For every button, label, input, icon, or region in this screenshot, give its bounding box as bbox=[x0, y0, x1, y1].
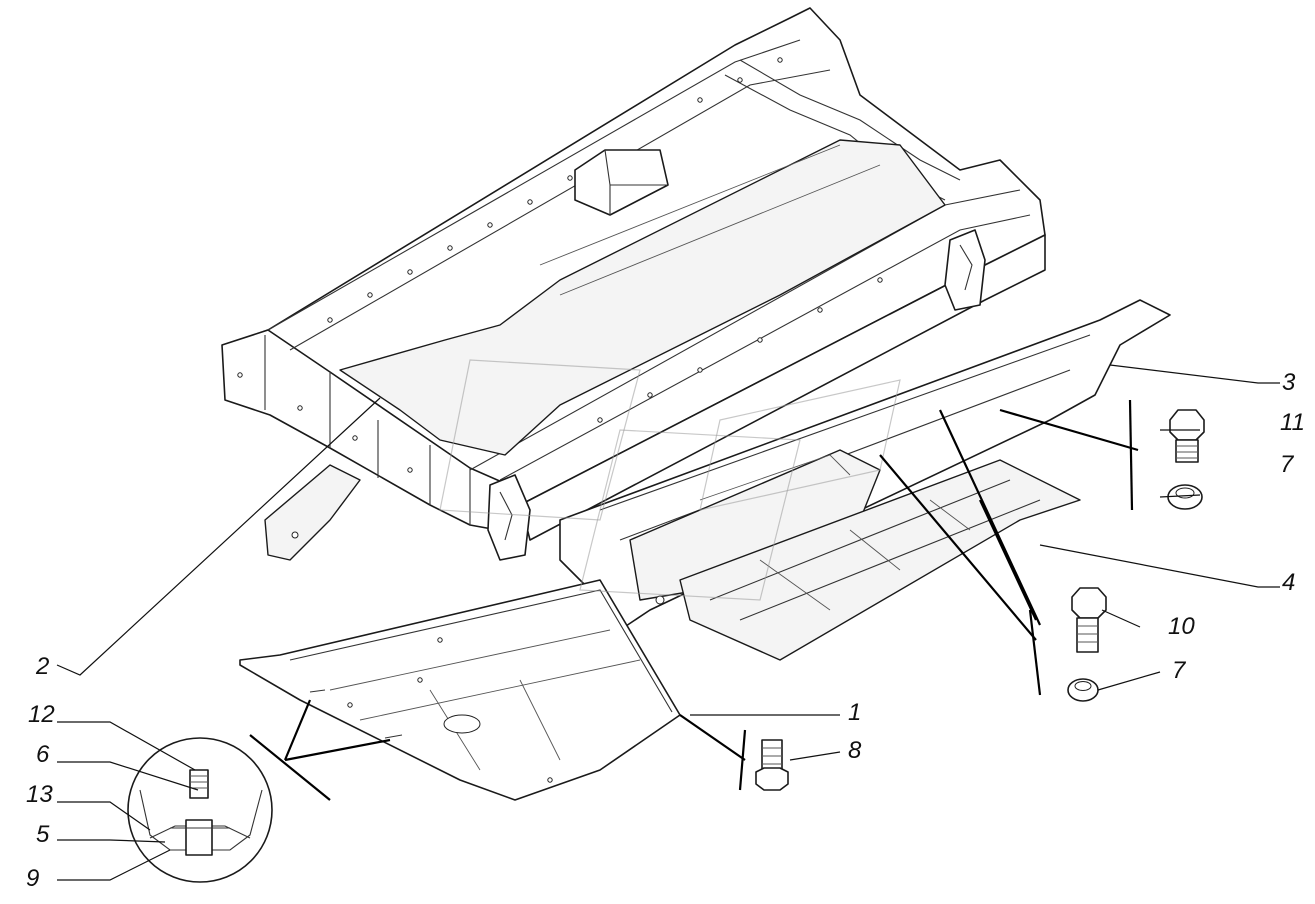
detail-view-circle bbox=[127, 737, 273, 883]
shield-part-1 bbox=[239, 579, 681, 801]
leader-lines bbox=[56, 364, 1280, 881]
callout-9: 11 bbox=[1280, 409, 1305, 436]
callout-5: 5 bbox=[36, 821, 50, 848]
callout-13: 9 bbox=[26, 865, 39, 892]
grouping-brackets bbox=[249, 399, 1139, 801]
nut-7-upper bbox=[1167, 484, 1203, 510]
callout-11: 12 bbox=[28, 701, 55, 728]
frame-rivets bbox=[237, 57, 883, 473]
callout-12: 13 bbox=[26, 781, 53, 808]
callout-2: 2 bbox=[35, 653, 49, 680]
callout-1: 1 bbox=[848, 699, 861, 726]
callout-6: 6 bbox=[36, 741, 50, 768]
callout-7-upper: 7 bbox=[1280, 451, 1295, 478]
nut-7-lower bbox=[1067, 678, 1099, 702]
bolt-10 bbox=[1071, 587, 1107, 653]
shield-part-4 bbox=[679, 459, 1081, 661]
watermark-logo bbox=[439, 359, 901, 601]
vehicle-frame bbox=[221, 7, 1046, 561]
callout-7-lower: 7 bbox=[1172, 657, 1187, 684]
callout-10: 10 bbox=[1168, 613, 1195, 640]
bolt-9 bbox=[1169, 409, 1205, 463]
callout-4: 4 bbox=[1282, 569, 1295, 596]
callout-3: 3 bbox=[1282, 369, 1296, 396]
callout-8: 8 bbox=[848, 737, 862, 764]
bolt-8 bbox=[755, 739, 789, 791]
callout-labels: 2 3 11 7 4 10 7 1 8 12 6 13 5 9 bbox=[26, 369, 1305, 892]
